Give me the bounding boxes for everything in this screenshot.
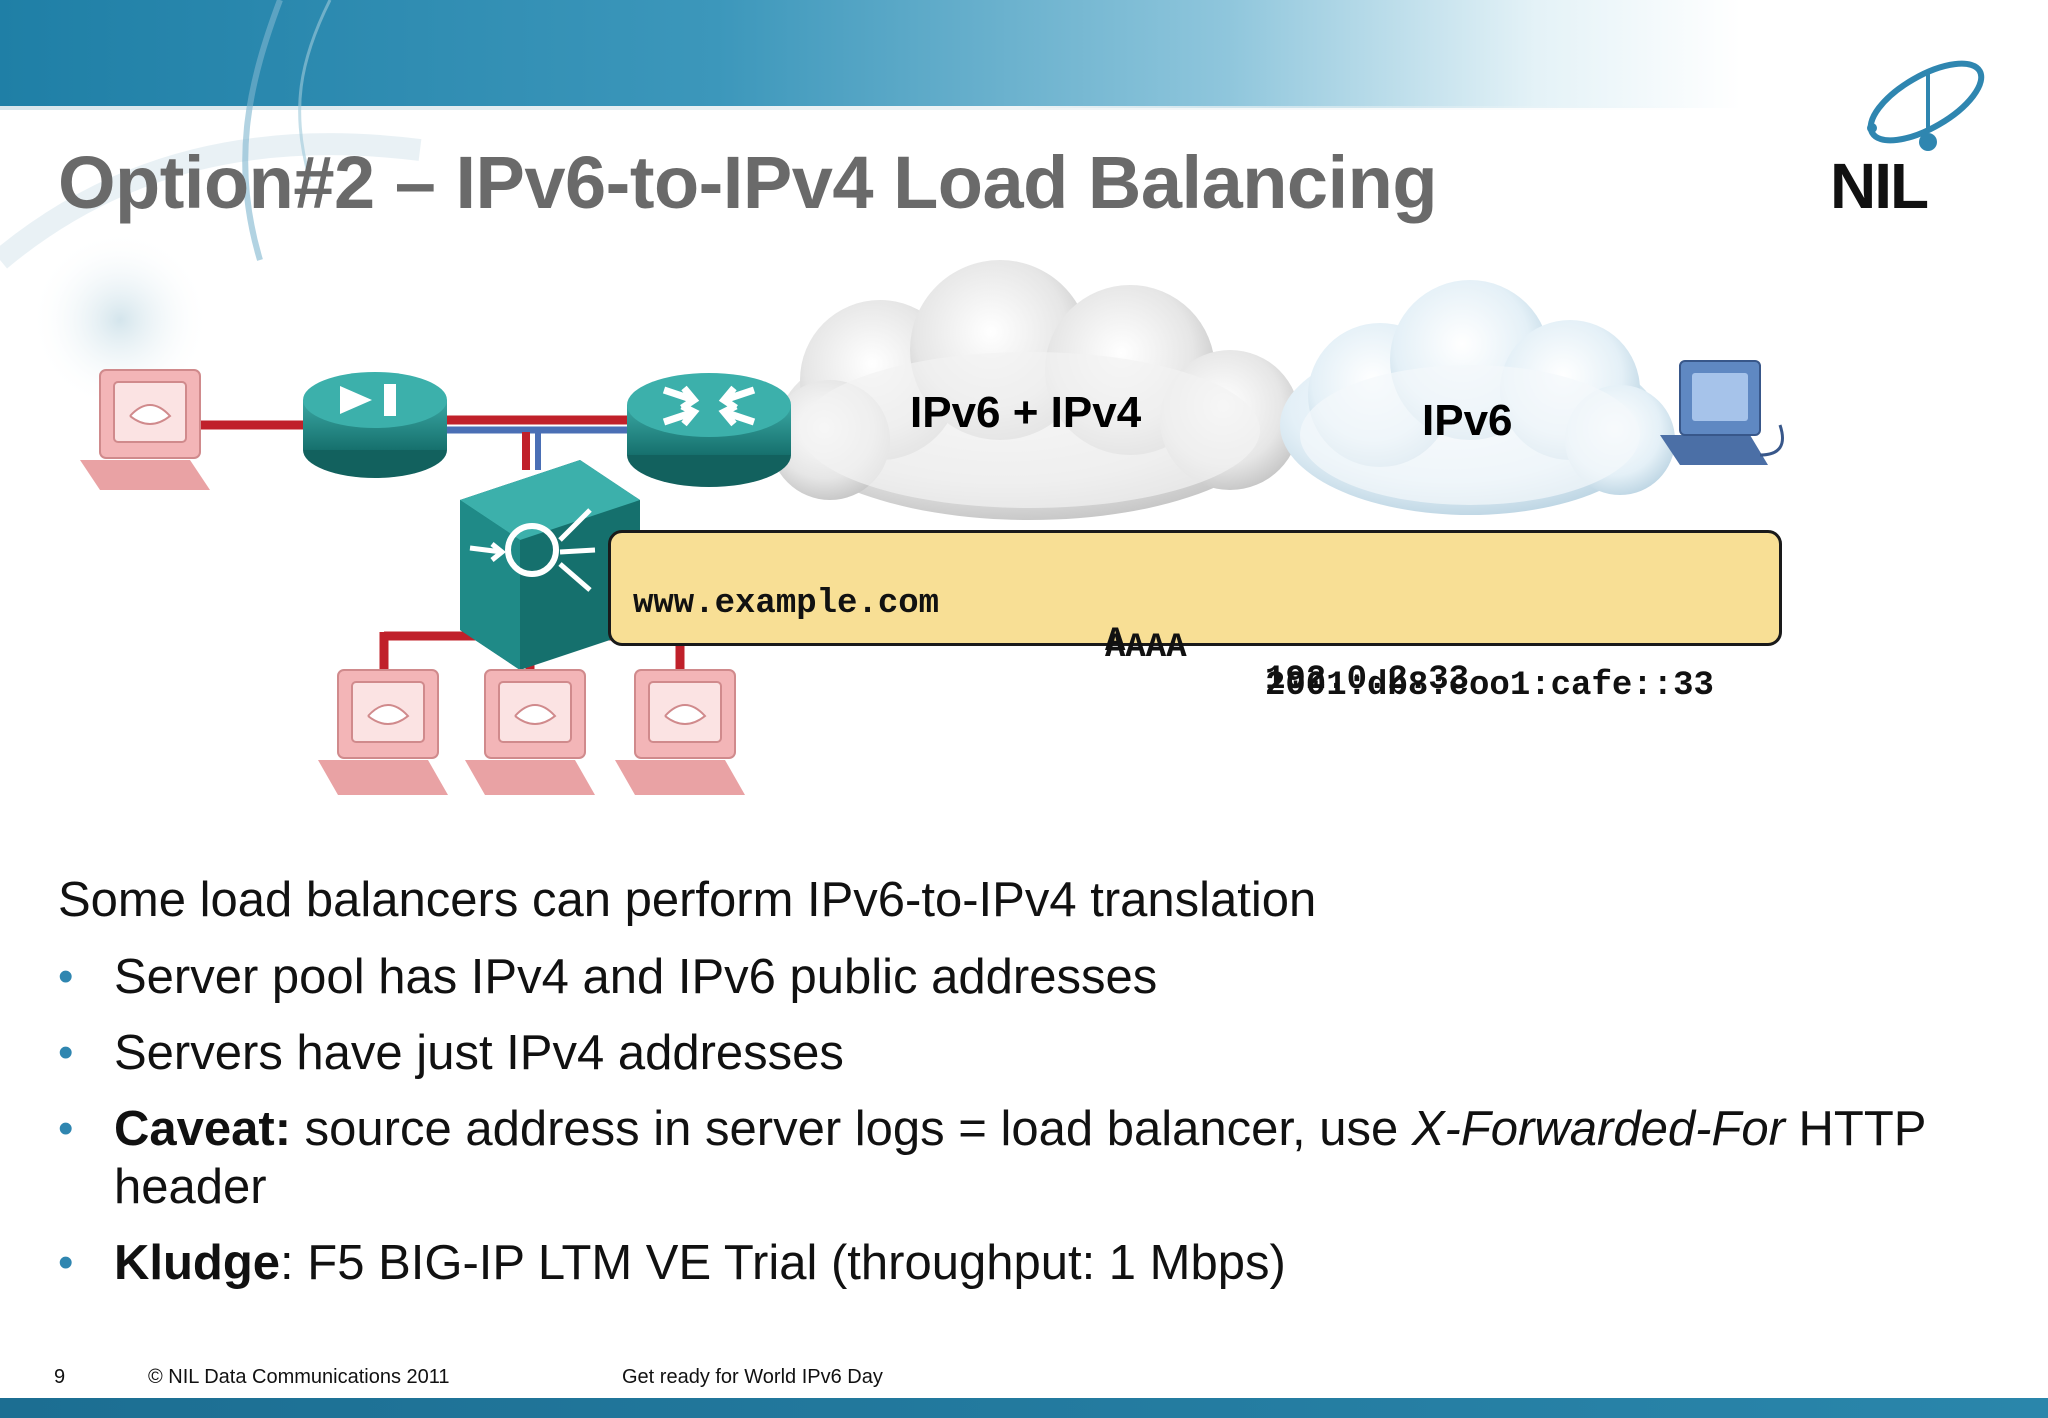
footer-copyright: © NIL Data Communications 2011 — [148, 1366, 450, 1388]
ipv6-client-pc-icon — [1660, 360, 1784, 465]
bullet-dot-icon: • — [58, 1238, 74, 1287]
header-band — [0, 0, 2048, 108]
bullet-item: • Servers have just IPv4 addresses — [58, 1024, 1998, 1082]
bullet-text: : F5 BIG-IP LTM VE Trial (throughput: 1 … — [280, 1236, 1286, 1290]
dns-record-box: www.example.com A 192.0.2.33 AAAA 2001:d… — [608, 530, 1782, 705]
bullet-emphasis: Caveat: — [114, 1102, 292, 1156]
client-pc-icon — [80, 369, 210, 490]
bullet-item: • Server pool has IPv4 and IPv6 public a… — [58, 948, 1998, 1006]
dns-record-type: AAAA — [1105, 629, 1187, 667]
cloud-ipv6-ipv4 — [770, 260, 1300, 520]
bullet-italic: X-Forwarded-For — [1411, 1102, 1785, 1156]
footer-band — [0, 1398, 2048, 1418]
router-icon — [627, 373, 791, 487]
intro-text: Some load balancers can perform IPv6-to-… — [58, 873, 1317, 927]
content-switch-icon — [303, 372, 447, 478]
cloud-label-ipv6-ipv4: IPv6 + IPv4 — [910, 388, 1142, 437]
dns-row-a: www.example.com A 192.0.2.33 — [611, 547, 1779, 737]
slide-body: Some load balancers can perform IPv6-to-… — [58, 870, 1998, 1310]
cloud-label-ipv6: IPv6 — [1422, 396, 1513, 445]
load-balancer-icon — [460, 460, 640, 670]
header-divider — [0, 106, 1700, 110]
server-pc-icon — [615, 669, 745, 795]
background-swirl — [0, 0, 422, 410]
bullet-dot-icon: • — [58, 952, 74, 1001]
dns-record-type: A — [1105, 623, 1126, 661]
bullet-dot-icon: • — [58, 1028, 74, 1077]
nil-logo: NIL — [1830, 60, 1985, 220]
bullet-tail: HTTP header — [114, 1102, 1926, 1214]
page-number: 9 — [54, 1366, 66, 1388]
bullet-item: • Caveat: source address in server logs … — [58, 1100, 1998, 1216]
dns-hostname: www.example.com — [633, 585, 940, 623]
cloud-ipv6 — [1280, 280, 1675, 515]
bullet-list: • Server pool has IPv4 and IPv6 public a… — [58, 948, 1998, 1292]
bullet-emphasis: Kludge — [114, 1236, 281, 1290]
server-pc-icon — [465, 669, 595, 795]
bullet-text: source address in server logs = load bal… — [291, 1102, 1412, 1156]
svg-text:NIL: NIL — [1830, 150, 1928, 220]
dns-record-address: 2001:db8:coo1:cafe::33 — [1265, 667, 1714, 705]
page-title: Option#2 – IPv6-to-IPv4 Load Balancing — [58, 141, 1438, 224]
bullet-item: • Kludge: F5 BIG-IP LTM VE Trial (throug… — [58, 1234, 1998, 1292]
dns-row-aaaa: AAAA 2001:db8:coo1:cafe::33 — [611, 591, 1779, 743]
dns-record-address: 192.0.2.33 — [1265, 661, 1470, 699]
network-diagram — [80, 260, 1784, 795]
bullet-text: Server pool has IPv4 and IPv6 public add… — [114, 950, 1158, 1004]
bullet-text: Servers have just IPv4 addresses — [114, 1026, 844, 1080]
bullet-dot-icon: • — [58, 1104, 74, 1153]
footer-event: Get ready for World IPv6 Day — [622, 1366, 883, 1388]
server-pc-icon — [318, 669, 448, 795]
